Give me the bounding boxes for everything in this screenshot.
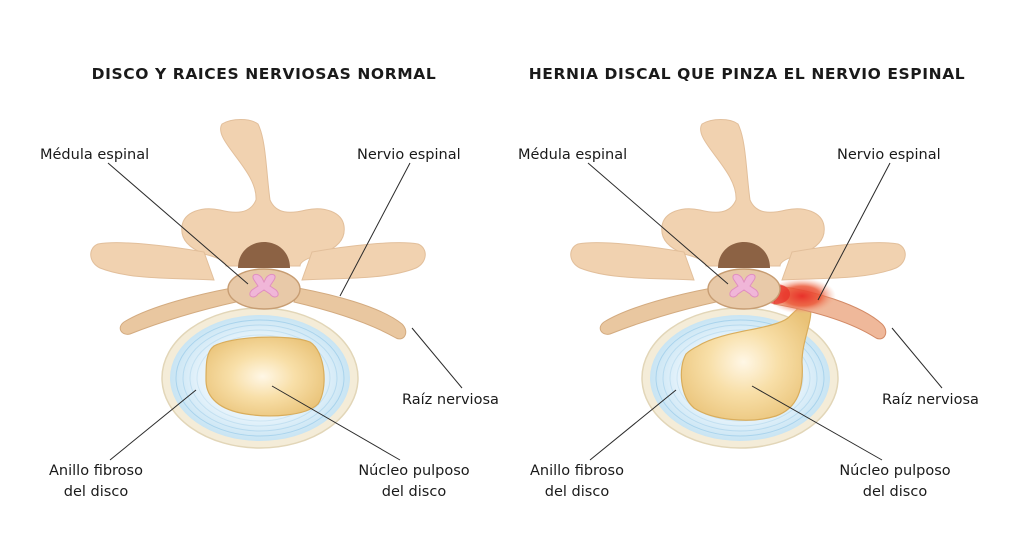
- nerve-root-left: [599, 287, 717, 335]
- panel-title-normal: DISCO Y RAICES NERVIOSAS NORMAL: [92, 65, 437, 83]
- label-nucleo-herniated-2: del disco: [863, 484, 928, 500]
- leader-lines-herniated: [587, 162, 943, 461]
- label-medula-herniated: Médula espinal: [518, 147, 627, 163]
- herniated-nucleus: [680, 303, 812, 421]
- label-anillo-normal-2: del disco: [64, 484, 129, 500]
- label-anillo-herniated-1: Anillo fibroso: [530, 463, 624, 479]
- spinal-canal: [238, 242, 290, 268]
- label-nucleo-herniated-1: Núcleo pulposo: [839, 463, 950, 479]
- leader-lines-normal: [107, 162, 463, 461]
- label-nervio-herniated: Nervio espinal: [837, 147, 941, 163]
- label-anillo-normal-1: Anillo fibroso: [49, 463, 143, 479]
- herniated-disc-illustration: [570, 119, 906, 449]
- label-nucleo-normal-1: Núcleo pulposo: [358, 463, 469, 479]
- label-raiz-normal: Raíz nerviosa: [402, 392, 499, 408]
- nerve-root-right: [293, 287, 407, 340]
- spinal-canal: [718, 242, 770, 268]
- normal-disc-illustration: [90, 119, 426, 449]
- label-nervio-normal: Nervio espinal: [357, 147, 461, 163]
- label-medula-normal: Médula espinal: [40, 147, 149, 163]
- grey-matter: [249, 273, 279, 298]
- grey-matter: [729, 273, 759, 298]
- label-raiz-herniated: Raíz nerviosa: [882, 392, 979, 408]
- nerve-root-left: [119, 287, 237, 335]
- label-anillo-herniated-2: del disco: [545, 484, 610, 500]
- label-nucleo-normal-2: del disco: [382, 484, 447, 500]
- nucleus-pulposus: [205, 336, 325, 417]
- panel-title-herniated: HERNIA DISCAL QUE PINZA EL NERVIO ESPINA…: [529, 65, 966, 83]
